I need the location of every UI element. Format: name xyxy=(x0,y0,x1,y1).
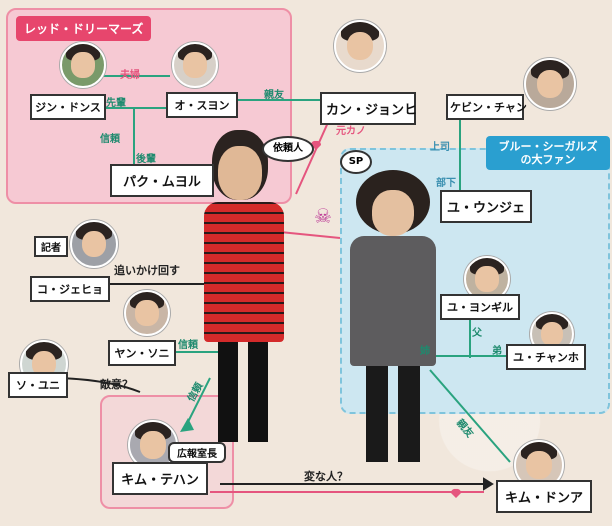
rel-shinyu-1: 親友 xyxy=(264,90,284,101)
name-oh-suyeon: オ・スヨン xyxy=(166,92,238,118)
photo-kang xyxy=(334,20,386,72)
name-ko-jehyo: コ・ジェヒョ xyxy=(30,276,110,302)
arrow-hen xyxy=(483,477,494,491)
badge-sp: SP xyxy=(340,150,372,174)
name-kim-taehan: キム・テハン xyxy=(112,462,208,495)
line-shinyu-kimd xyxy=(429,369,511,463)
line-motokano xyxy=(295,117,331,195)
name-so-yuni: ソ・ユニ xyxy=(8,372,68,398)
rel-senpai: 先輩 xyxy=(106,98,126,109)
rel-fufu: 夫婦 xyxy=(120,70,140,81)
rel-kohai: 後輩 xyxy=(136,154,156,165)
figure-park-muyol xyxy=(204,130,284,450)
name-jin-dongsu: ジン・ドンス xyxy=(30,94,106,120)
name-kim-donga: キム・ドンア xyxy=(496,480,592,513)
name-yan-soni: ヤン・ソニ xyxy=(108,340,176,366)
heart-icon xyxy=(310,140,322,150)
photo-ko xyxy=(70,220,118,268)
figure-yu-eunje xyxy=(350,170,436,470)
rel-motokano: 元カノ xyxy=(336,126,366,137)
photo-kevin xyxy=(524,58,576,110)
group-tag-blue-seagulls: ブルー・シーガルズの大ファン xyxy=(486,136,610,170)
rel-joshi: 上司 xyxy=(430,142,450,153)
name-yu-chanho: ユ・チャンホ xyxy=(506,344,586,370)
rel-chichi: 父 xyxy=(472,328,482,339)
rel-hen: 変な人？ xyxy=(304,470,348,483)
rel-tekii: 敵意？ xyxy=(100,378,133,391)
arrow-shinrai-kimt xyxy=(180,418,194,432)
heart-icon-2 xyxy=(450,488,462,498)
rel-otouto: 弟 xyxy=(492,346,502,357)
group-tag-red-dreamers: レッド・ドリーマーズ xyxy=(16,16,152,41)
rel-shinrai-1: 信頼 xyxy=(100,134,120,145)
badge-pr-chief: 広報室長 xyxy=(168,442,226,463)
rel-oikake: 追いかけ回す xyxy=(114,264,180,277)
line-tekii xyxy=(59,377,141,393)
name-yu-eunje: ユ・ウンジェ xyxy=(440,190,532,223)
name-yu-yonggil: ユ・ヨンギル xyxy=(440,294,520,320)
skull-icon: ☠ xyxy=(314,204,332,228)
photo-jin xyxy=(60,42,106,88)
name-park-muyol: パク・ムヨル xyxy=(110,164,214,197)
photo-yan xyxy=(124,290,170,336)
rel-ane: 姉 xyxy=(420,346,430,357)
photo-oh xyxy=(172,42,218,88)
line-skull xyxy=(279,231,341,239)
line-shinrai-kimt xyxy=(185,377,211,427)
name-kevin-chan: ケビン・チャン xyxy=(446,94,527,120)
rel-shinrai-2: 信頼 xyxy=(178,340,198,351)
badge-client: 依頼人 xyxy=(262,136,314,162)
badge-kisha: 記者 xyxy=(34,236,68,257)
name-kang-jeonghee: カン・ジョンヒ xyxy=(320,92,417,125)
rel-buka: 部下 xyxy=(436,178,456,189)
